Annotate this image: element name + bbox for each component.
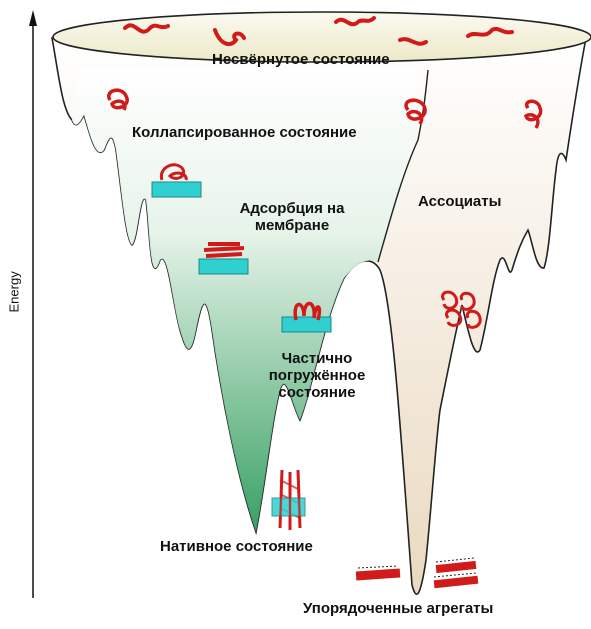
partial-insertion-label: Частично погружённое состояние [268, 350, 366, 401]
membrane-partial-insertion [281, 301, 332, 333]
ordered-aggregates-label: Упорядоченные агрегаты [303, 600, 494, 617]
energy-axis-arrow-icon [29, 10, 37, 26]
native-transmembrane-protein [271, 469, 306, 530]
associates-cluster-icon [441, 290, 482, 329]
collapsed-state-label: Коллапсированное состояние [132, 124, 357, 141]
associates-label: Ассоциаты [418, 193, 502, 210]
native-state-label: Нативное состояние [160, 538, 313, 555]
membrane-adsorption-1 [151, 163, 202, 198]
funnel-rim [52, 11, 591, 63]
energy-axis-label: Energy [6, 271, 22, 313]
collapsed-globule-icons [107, 88, 543, 129]
unfolded-state-label: Несвёрнутое состояние [212, 51, 390, 68]
membrane-adsorption-2 [198, 242, 249, 275]
ordered-aggregate-fibrils-icon [355, 557, 479, 589]
branch-ridge [377, 69, 429, 263]
unfolded-chain-icons [123, 16, 514, 47]
adsorption-label: Адсорбция на мембране [239, 200, 345, 234]
